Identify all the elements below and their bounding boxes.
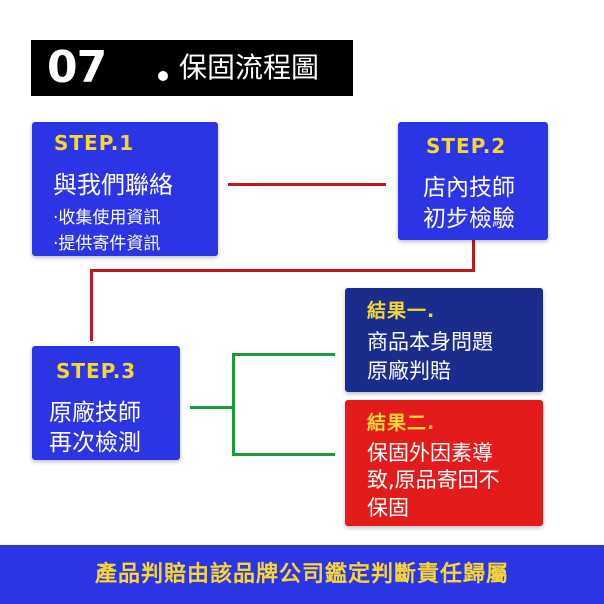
step2-box: STEP.2 店內技師 初步檢驗 (398, 122, 548, 240)
step1-box: STEP.1 與我們聯絡 ·收集使用資訊 ·提供寄件資訊 (32, 122, 218, 256)
title-text: 保固流程圖 (179, 51, 320, 84)
result1-line-1: 商品本身問題 (367, 330, 493, 354)
result2-line-3: 保固 (367, 496, 409, 520)
step2-line-1: 店內技師 (423, 175, 515, 201)
result2-line-2: 致,原品寄回不 (367, 468, 500, 492)
footer-text: 產品判賠由該品牌公司鑑定判斷責任歸屬 (94, 561, 509, 587)
step2-label: STEP.2 (426, 134, 507, 158)
footer-banner: 產品判賠由該品牌公司鑑定判斷責任歸屬 (0, 545, 604, 604)
connector-to-result1 (232, 353, 335, 356)
step1-bullet-2: ·提供寄件資訊 (53, 234, 161, 254)
step3-label: STEP.3 (56, 359, 137, 383)
step1-label: STEP.1 (54, 131, 135, 155)
connector-to-result2 (232, 453, 335, 456)
result2-box: 結果二. 保固外因素導 致,原品寄回不 保固 (345, 400, 543, 526)
title-dot (158, 71, 168, 81)
result2-label: 結果二. (367, 412, 436, 434)
connector-step3-branch (190, 406, 235, 409)
result2-line-1: 保固外因素導 (367, 441, 493, 465)
title-bar: 07 保固流程圖 (31, 40, 353, 96)
result1-box: 結果一. 商品本身問題 原廠判賠 (345, 288, 543, 392)
step1-bullet-1: ·收集使用資訊 (53, 208, 161, 228)
connector-horizontal-back (90, 269, 475, 272)
step3-box: STEP.3 原廠技師 再次檢測 (32, 346, 180, 460)
connector-step1-step2 (228, 183, 386, 186)
result1-label: 結果一. (367, 300, 436, 322)
title-number: 07 (47, 42, 107, 93)
step1-heading: 與我們聯絡 (53, 171, 173, 199)
step2-line-2: 初步檢驗 (423, 206, 515, 232)
step3-line-2: 再次檢測 (49, 430, 141, 456)
connector-branch-vertical (232, 353, 235, 456)
connector-step2-down (472, 240, 475, 271)
connector-down-to-step3 (90, 269, 93, 341)
result1-line-2: 原廠判賠 (367, 359, 451, 383)
step3-line-1: 原廠技師 (49, 400, 141, 426)
